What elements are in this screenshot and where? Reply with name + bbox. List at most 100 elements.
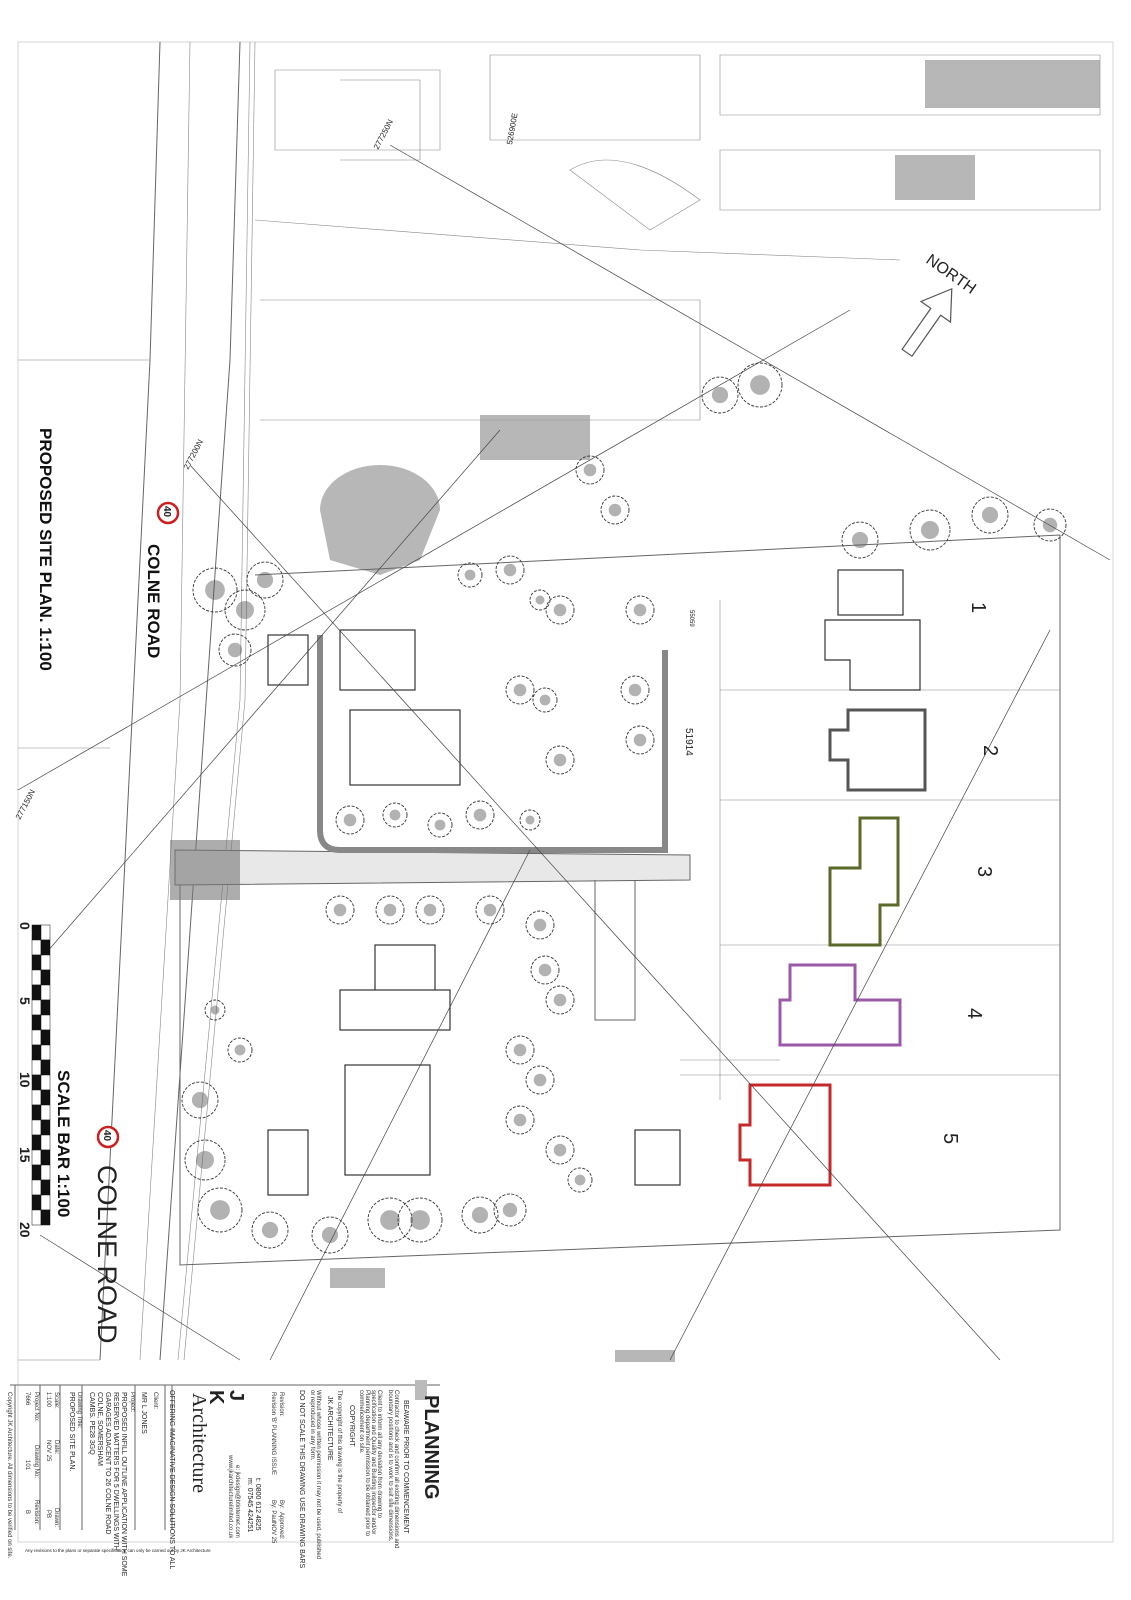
speed-limit-value: 40 — [161, 506, 172, 518]
plot-number: 2 — [979, 745, 1001, 756]
project-no-value: 7666 — [24, 1392, 30, 1406]
tree-canopy — [539, 694, 551, 706]
project-line: COLNE, SOMERSHAM — [96, 1392, 103, 1466]
copyright-text: The copyright of this drawing is the pro… — [336, 1390, 342, 1513]
tree-canopy — [210, 1005, 220, 1015]
scale-bar-segment — [31, 969, 42, 986]
existing-buildings — [254, 54, 1101, 421]
scale-bar-segment — [31, 954, 42, 971]
scale-bar-segment — [40, 969, 51, 986]
scale-bar-segment — [40, 1104, 51, 1121]
scale-tick-label: 5 — [17, 997, 33, 1005]
grid-label: 277150N — [14, 788, 37, 821]
tree — [367, 1197, 413, 1243]
tree — [461, 1196, 499, 1234]
title-block: PLANNING BEAWARE PRIOR TO COMMENCEMENT C… — [6, 1380, 442, 1577]
client-label: Client: — [152, 1392, 158, 1409]
scale-bar-segment — [31, 1179, 42, 1196]
tree-canopy — [525, 815, 535, 825]
grid-label: 55059 — [688, 610, 694, 627]
scale-bar-segment — [40, 1014, 51, 1031]
copyright-permission: Without whose written permission it may … — [315, 1390, 321, 1559]
scale-tick-label: 0 — [17, 922, 33, 930]
tree — [545, 595, 575, 625]
scale-bar-segment — [31, 1029, 42, 1046]
tree — [545, 985, 575, 1015]
scale-bar-segment — [31, 939, 42, 956]
plot-4-dwelling — [778, 963, 902, 1047]
plot-1-dwelling — [824, 619, 921, 691]
scale-bar-segment — [40, 1029, 51, 1046]
tree-canopy — [535, 595, 545, 605]
tree-canopy — [483, 903, 497, 917]
tree — [251, 1211, 289, 1249]
scale-bar-segment — [40, 1059, 51, 1076]
tree — [495, 555, 525, 585]
logo-wordmark: Architecture — [188, 1393, 210, 1493]
tree — [192, 567, 238, 613]
tree-canopy — [502, 1202, 518, 1218]
scale-bar-segment — [31, 1044, 42, 1061]
tree-canopy — [608, 503, 622, 517]
colne-road — [18, 41, 256, 1361]
tree — [325, 895, 355, 925]
tree-canopy — [1042, 517, 1058, 533]
scale-bar — [31, 924, 51, 1226]
client-note: Planning department permission to be obt… — [364, 1390, 370, 1537]
plot-number: 1 — [967, 602, 989, 613]
tree-canopy — [321, 1226, 339, 1244]
tree-canopy — [471, 1206, 489, 1224]
tagline: OFFERING IMAGINATIVE DESIGN SOLUTIONS TO… — [168, 1390, 175, 1569]
tree-canopy — [553, 1143, 567, 1157]
tree-canopy — [628, 683, 642, 697]
tree — [375, 895, 405, 925]
scale-bar-segment — [31, 1089, 42, 1106]
tree — [600, 495, 630, 525]
tree — [909, 509, 951, 551]
tree-canopy — [234, 1044, 246, 1056]
revision-header-by: By: — [278, 1500, 284, 1509]
site-entrance — [170, 840, 240, 900]
tree-canopy — [513, 1043, 527, 1057]
tree-canopy — [553, 993, 567, 1007]
scale-bar-segment — [31, 1014, 42, 1031]
tree-canopy — [553, 753, 567, 767]
drawn-label: Drawn: — [53, 1508, 59, 1527]
north-arrow-icon — [901, 287, 953, 358]
phone: t: 0800 612 4825 — [254, 1478, 261, 1531]
tree-canopy — [583, 463, 597, 477]
website-link[interactable]: www.jkarchitecturelimited.co.uk — [227, 1454, 233, 1539]
tree — [545, 745, 575, 775]
project-line: CAMBS. PE28 3GQ — [88, 1392, 95, 1455]
email-link[interactable]: e: jkdesign@btinternet.com — [234, 1465, 240, 1538]
proposed-dwellings — [738, 619, 927, 1187]
revision-row: Revision 'B' PLANNING ISSUE — [270, 1392, 276, 1475]
tree — [505, 675, 535, 705]
plot-5-dwelling — [738, 1083, 832, 1187]
plot-2-dwelling — [828, 708, 927, 792]
tree-canopy — [333, 903, 347, 917]
existing-dwellings — [267, 569, 904, 1196]
project-line: PROPOSED INFILL OUTLINE APPLICATION WITH… — [120, 1392, 127, 1577]
revision-row-by: By: Paul — [270, 1500, 276, 1522]
scale-bar-segment — [40, 954, 51, 971]
scale-tick-label: 20 — [17, 1222, 33, 1238]
client-note: specification and Quality and Building i… — [370, 1390, 376, 1534]
do-not-scale-note: DO NOT SCALE THIS DRAWING USE DRAWING BA… — [298, 1390, 305, 1568]
contractor-note: boundary positions and is to work to sui… — [387, 1390, 393, 1542]
tree-canopy — [533, 918, 547, 932]
drawing-title-label: Drawing Title: — [76, 1392, 82, 1429]
scale-bar-segment — [40, 1119, 51, 1136]
scale-tick-label: 15 — [17, 1147, 33, 1163]
scale-value: 1:100 — [45, 1392, 51, 1408]
plot-3-dwelling — [828, 816, 900, 947]
grid-label: 526900E — [505, 112, 519, 145]
tree-canopy — [981, 506, 999, 524]
scale-bar-segment — [40, 1209, 51, 1226]
tree — [505, 1035, 535, 1065]
tree — [532, 687, 558, 713]
tree — [519, 809, 541, 831]
drawing-no-value: 101 — [24, 1460, 30, 1471]
tree-canopy — [851, 531, 869, 549]
client-note: Client to inform all any deviation from … — [376, 1390, 382, 1519]
